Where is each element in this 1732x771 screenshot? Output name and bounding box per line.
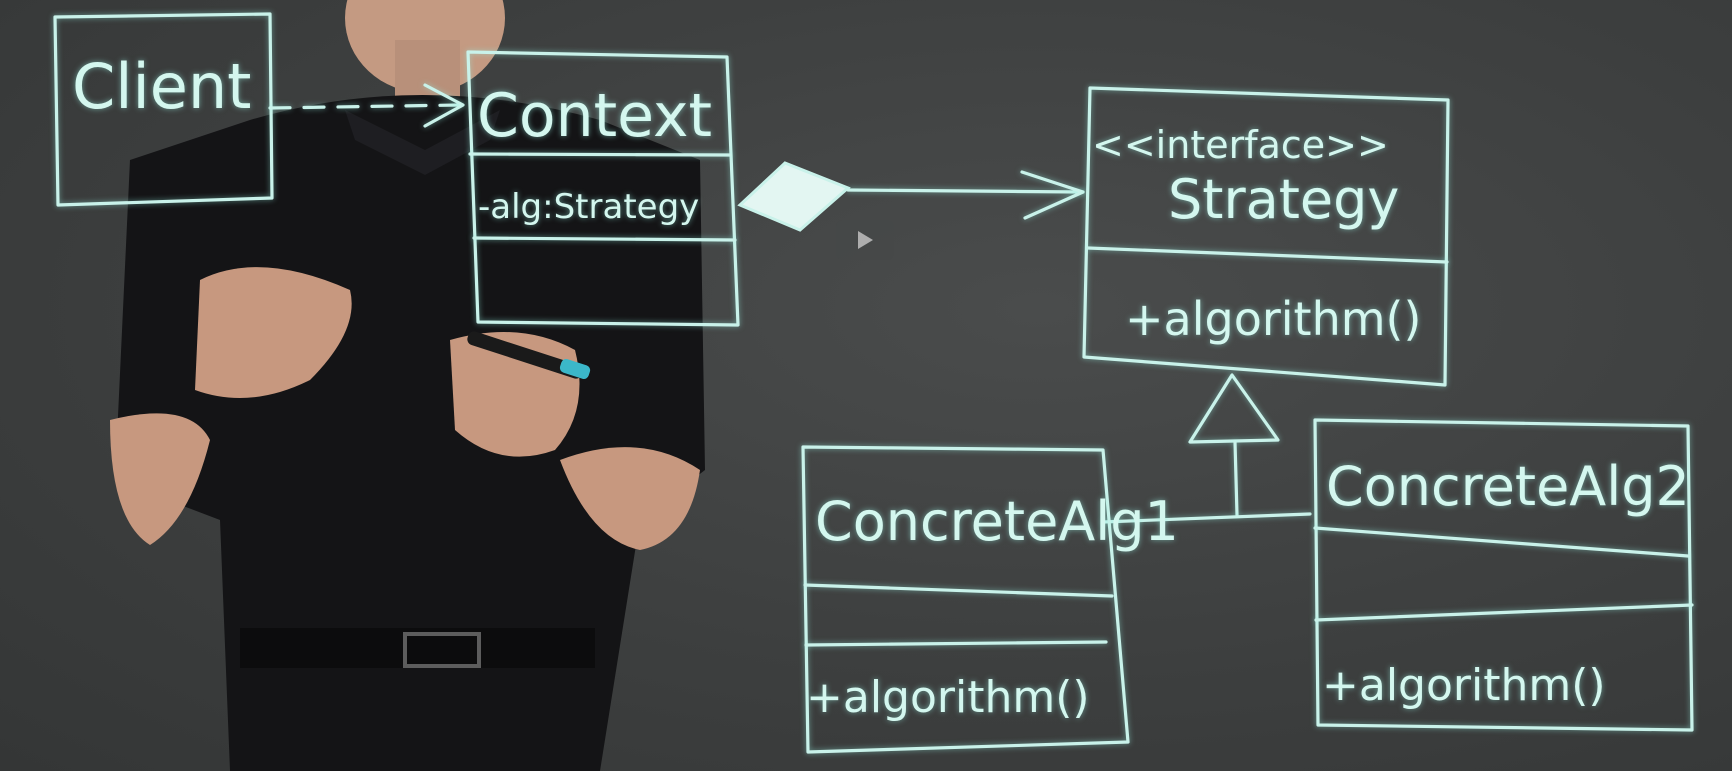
context-divider-1	[468, 152, 732, 157]
play-icon	[858, 231, 873, 249]
context-divider-2	[472, 236, 737, 242]
client-class: Client	[53, 12, 274, 207]
inheritance-connector	[1101, 512, 1312, 524]
strategy-box	[1082, 86, 1450, 387]
inheritance-relation	[1101, 373, 1312, 524]
dependency-arrowhead	[423, 83, 465, 128]
client-label: Client	[72, 50, 252, 123]
concrete-alg-2-divider-2	[1314, 603, 1694, 622]
concrete-alg-2-name: ConcreteAlg2	[1326, 455, 1690, 518]
presenter	[110, 0, 705, 771]
concrete-alg-2-divider-1	[1313, 526, 1690, 558]
aggregation-association	[737, 161, 1085, 232]
strategy-divider	[1086, 246, 1449, 264]
context-name: Context	[477, 81, 712, 151]
strategy-operation: +algorithm()	[1125, 292, 1421, 346]
concrete-alg-1-box	[801, 445, 1130, 754]
context-box	[466, 50, 740, 327]
inheritance-stem	[1233, 440, 1239, 517]
client-box	[53, 12, 274, 207]
concrete-alg-1-operation: +algorithm()	[806, 672, 1090, 723]
aggregation-diamond	[737, 161, 851, 232]
concrete-alg-2-class: ConcreteAlg2 +algorithm()	[1313, 418, 1694, 732]
association-line	[846, 188, 1085, 194]
play-button[interactable]	[836, 220, 894, 260]
strategy-name: Strategy	[1168, 168, 1399, 231]
context-class: Context -alg:Strategy	[466, 50, 740, 327]
concrete-alg-1-divider-2	[804, 640, 1108, 647]
concrete-alg-2-box	[1313, 418, 1694, 732]
concrete-alg-1-divider-1	[803, 583, 1114, 598]
concrete-alg-1-class: ConcreteAlg1 +algorithm()	[801, 445, 1179, 754]
strategy-stereotype: <<interface>>	[1092, 123, 1389, 167]
association-arrowhead	[1020, 170, 1085, 220]
strategy-interface: <<interface>> Strategy +algorithm()	[1082, 86, 1450, 387]
concrete-alg-1-name: ConcreteAlg1	[815, 490, 1179, 553]
concrete-alg-2-operation: +algorithm()	[1322, 660, 1606, 711]
dependency-arrow	[268, 83, 465, 128]
inheritance-triangle	[1188, 373, 1280, 444]
context-attribute: -alg:Strategy	[478, 187, 699, 227]
